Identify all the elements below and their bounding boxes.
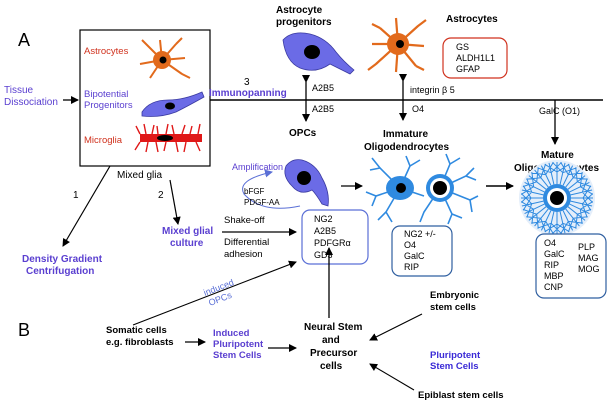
route-3-number: 3: [244, 77, 250, 88]
bipotential-label-2: Progenitors: [84, 100, 133, 111]
immature-label-1: Immature: [383, 129, 428, 140]
nspc-label-2: and: [322, 335, 340, 346]
embryonic-label-1: Embryonic: [430, 290, 479, 301]
immature-marker-rip: RIP: [404, 262, 419, 272]
astro-markers-box: [442, 37, 508, 79]
route-2-label-1: Mixed glial: [162, 226, 213, 237]
induced-opcs-arrow: [132, 260, 297, 326]
embryonic-arrow: [369, 313, 423, 341]
ipsc-label-1: Induced: [213, 328, 250, 339]
mature-marker-galc: GalC: [544, 249, 565, 259]
pluripotent-label-2: Stem Cells: [430, 361, 479, 372]
somatic-label-2: e.g. fibroblasts: [106, 337, 174, 348]
immature-label-2: Oligodendrocytes: [364, 142, 449, 153]
epiblast-label: Epiblast stem cells: [418, 390, 504, 401]
immature-markers-box: [391, 225, 453, 277]
immature-marker-galc: GalC: [404, 251, 425, 261]
astrocytes-title: Astrocytes: [446, 14, 498, 25]
opc-marker-gd3: GD3: [314, 250, 333, 260]
differential-label: Differential: [224, 237, 269, 248]
mature-marker-mbp: MBP: [544, 271, 564, 281]
shake-off-label: Shake-off: [224, 215, 265, 226]
astro-marker-aldh1l1: ALDH1L1: [456, 53, 495, 63]
mature-marker-mog: MOG: [578, 264, 600, 274]
route-1-label-2: Centrifugation: [26, 266, 94, 277]
opc-markers-box: [301, 209, 369, 265]
route-1-arrow: [62, 165, 111, 247]
route-3-label: Immunopanning: [209, 88, 287, 99]
astrocyte-progenitor-icon: [282, 32, 355, 75]
ipsc-label-3: Stem Cells: [213, 350, 262, 361]
astro-prog-label-2: progenitors: [276, 17, 332, 28]
opc-marker-ng2: NG2: [314, 214, 333, 224]
bfgf-label: bFGF: [244, 187, 265, 196]
astro-marker-gs: GS: [456, 42, 469, 52]
opcs-label: OPCs: [289, 128, 317, 139]
galc-label: GalC (O1): [539, 106, 580, 116]
microglia-icon: [134, 123, 202, 153]
panel-b-label: B: [18, 320, 30, 340]
somatic-label-1: Somatic cells: [106, 325, 167, 336]
adhesion-label: adhesion: [224, 249, 263, 260]
embryonic-label-2: stem cells: [430, 302, 476, 313]
microglia-label: Microglia: [84, 135, 123, 146]
nspc-label-3: Precursor: [310, 348, 357, 359]
nspc-label-1: Neural Stem: [304, 322, 362, 333]
astrocyte-icon: [367, 17, 427, 73]
pdgf-label: PDGF-AA: [244, 198, 280, 207]
route-2-arrow: [169, 179, 181, 225]
route-1-number: 1: [73, 190, 79, 201]
mature-oligodendrocyte-icon: [519, 160, 595, 236]
mature-marker-o4: O4: [544, 238, 556, 248]
route-1-label-1: Density Gradient: [22, 254, 103, 265]
mature-markers-box: [535, 233, 607, 299]
integrin-label: integrin β 5: [410, 85, 455, 95]
amplification-loop-arrow: [242, 169, 301, 209]
tissue-label-2: Dissociation: [4, 97, 58, 108]
mixed-glia-caption: Mixed glia: [117, 170, 162, 181]
pluripotent-label-1: Pluripotent: [430, 350, 481, 361]
immature-marker-o4: O4: [404, 240, 416, 250]
route-2-number: 2: [158, 190, 164, 201]
mature-marker-mag: MAG: [578, 253, 599, 263]
tissue-label-1: Tissue: [4, 85, 34, 96]
astrocyte-icon-small: [139, 37, 191, 79]
opc-marker-pdfgra: PDFGRα: [314, 238, 351, 248]
route-2-label-2: culture: [170, 238, 204, 249]
a2b5-up-label: A2B5: [312, 83, 334, 93]
opc-cell-icon: [284, 159, 329, 207]
astro-marker-gfap: GFAP: [456, 64, 480, 74]
bipotential-progenitor-icon: [141, 91, 205, 117]
astrocytes-label: Astrocytes: [84, 46, 129, 57]
mature-marker-cnp: CNP: [544, 282, 563, 292]
epiblast-arrow: [369, 363, 415, 391]
mature-marker-rip: RIP: [544, 260, 559, 270]
immature-marker-ng2: NG2 +/-: [404, 229, 436, 239]
mature-marker-plp: PLP: [578, 242, 595, 252]
ipsc-label-2: Pluripotent: [213, 339, 264, 350]
a2b5-down-label: A2B5: [312, 104, 334, 114]
nspc-label-4: cells: [320, 361, 343, 372]
mature-oligodendrocyte-branches: [520, 161, 594, 235]
astro-prog-label-1: Astrocyte: [276, 5, 323, 16]
opc-marker-a2b5: A2B5: [314, 226, 336, 236]
mature-label-1: Mature: [541, 150, 574, 161]
amplification-label: Amplification: [232, 162, 283, 172]
o4-label: O4: [412, 104, 424, 114]
panel-a-label: A: [18, 30, 30, 50]
immature-oligodendrocyte-icon: [365, 153, 479, 225]
bipotential-label-1: Bipotential: [84, 89, 128, 100]
